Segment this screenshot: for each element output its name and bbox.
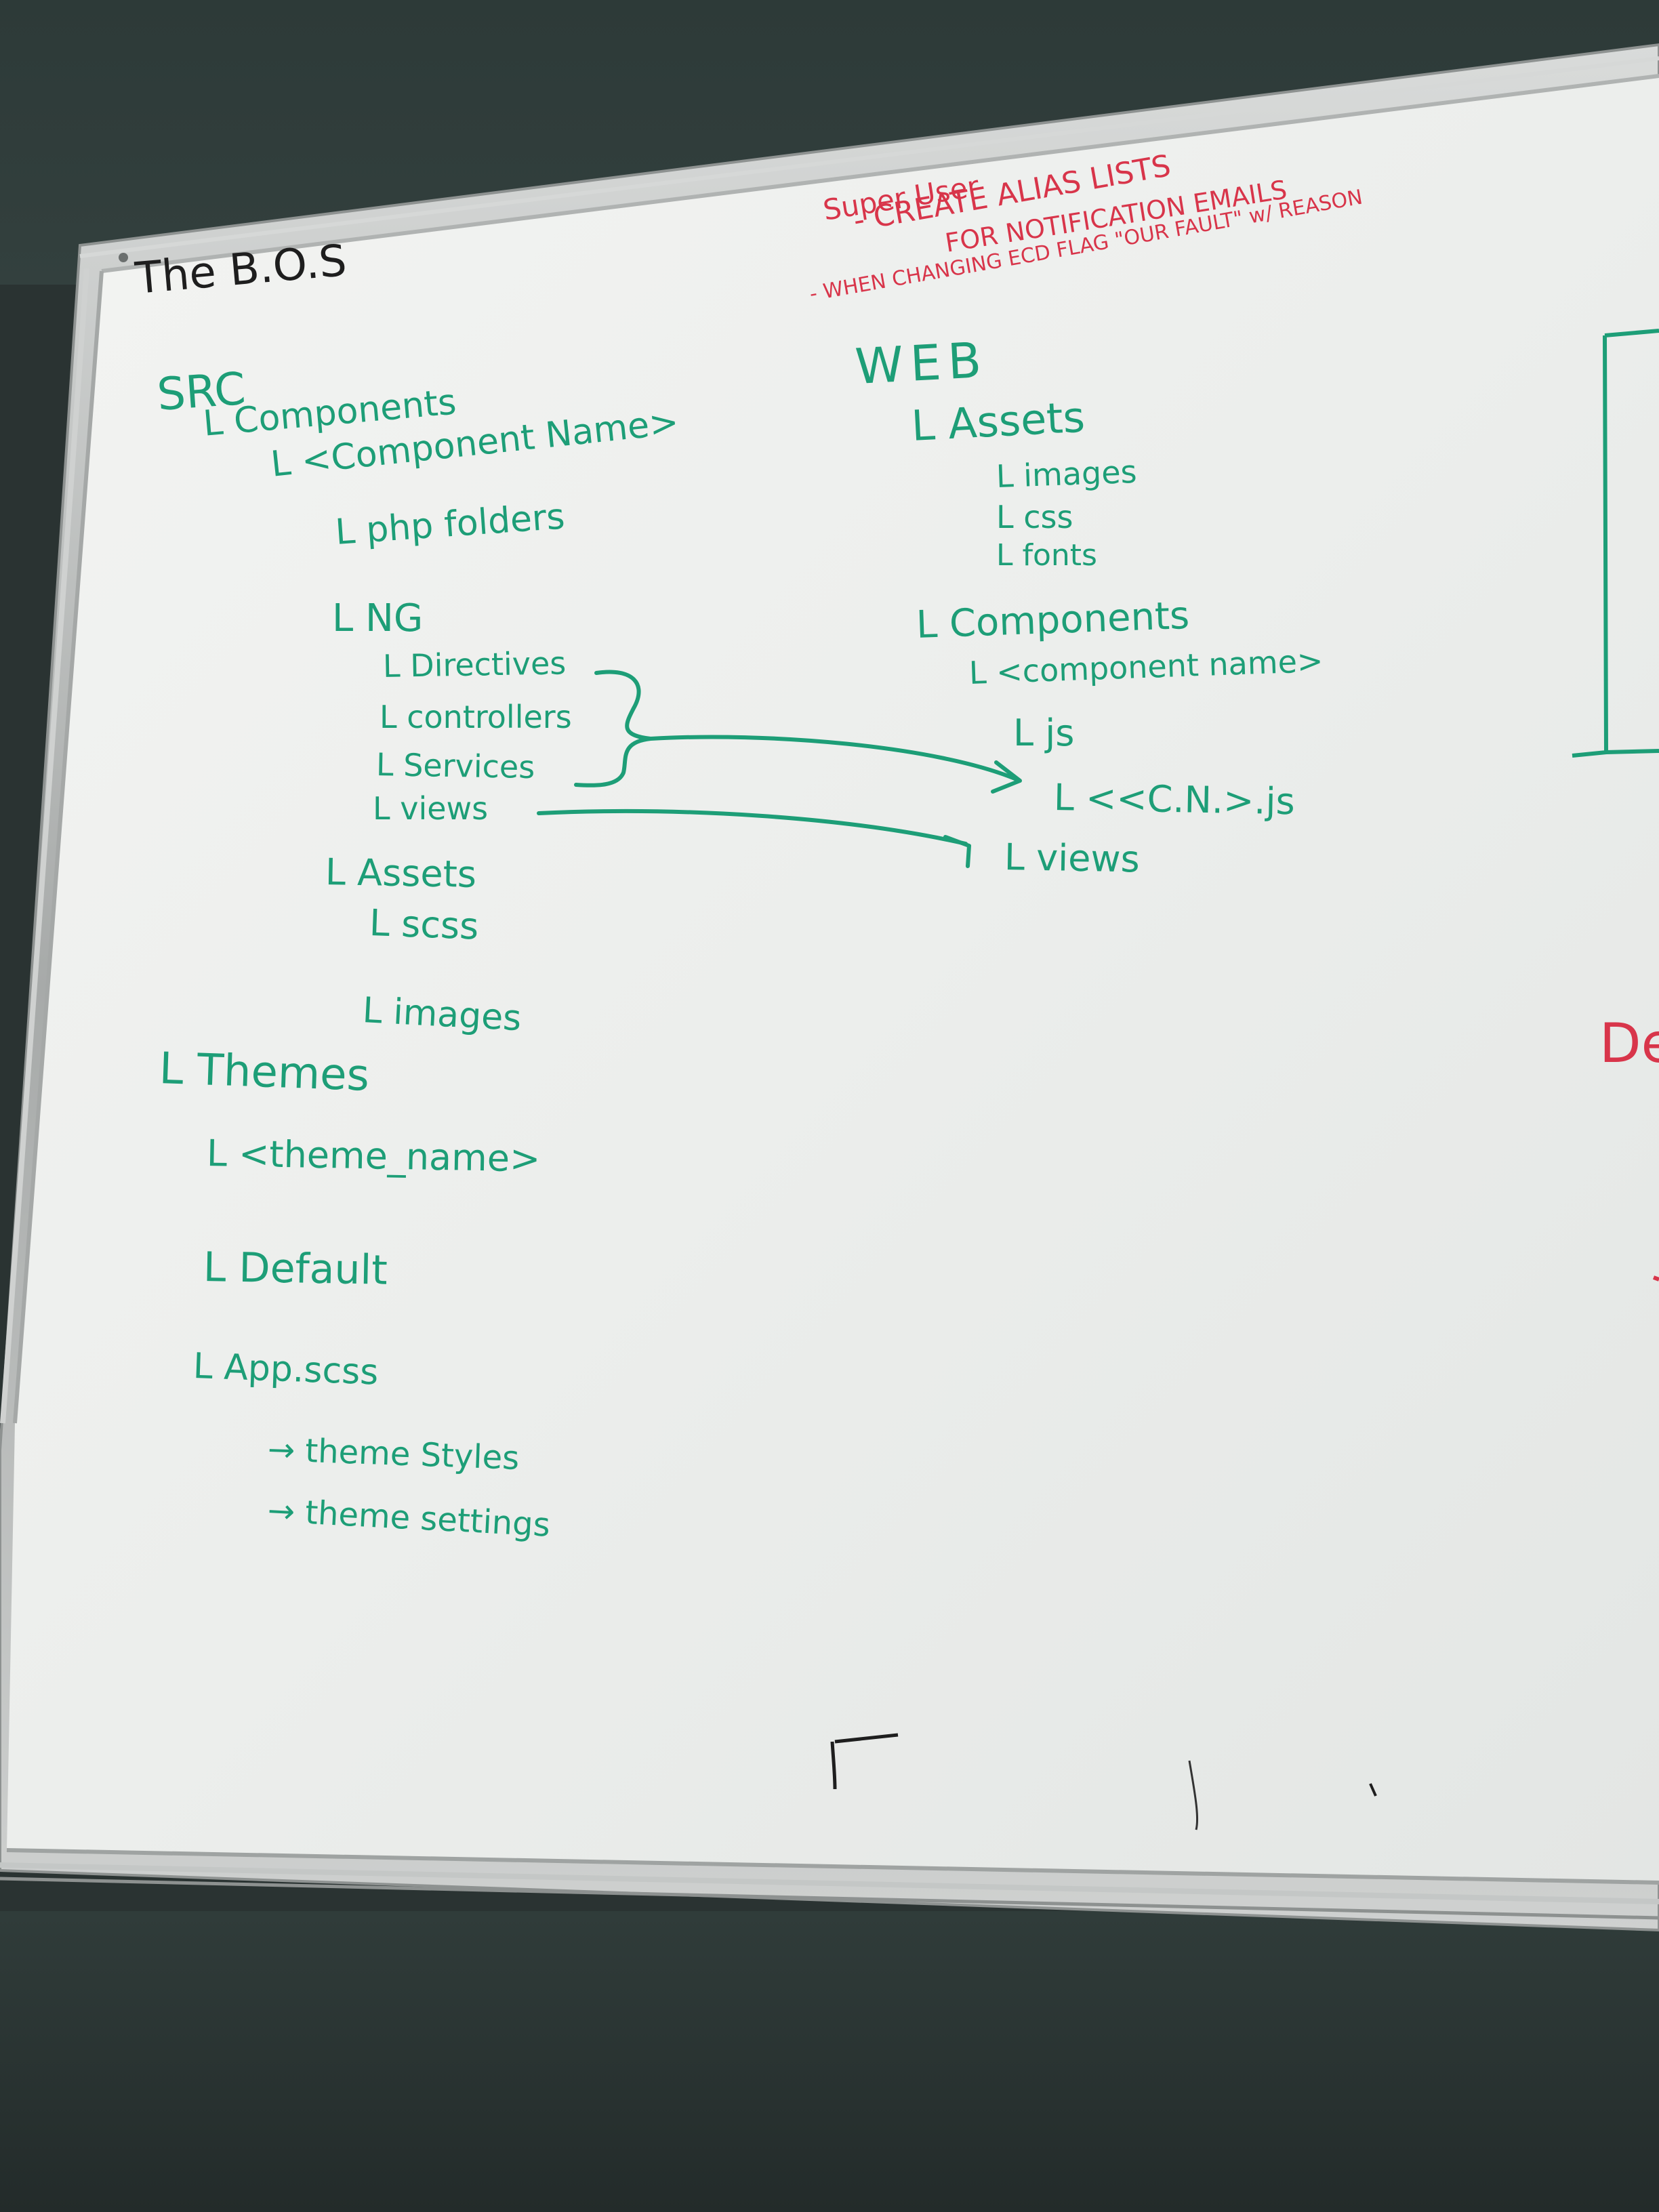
src-services: L Services [375,746,535,786]
partial-box-right [1572,329,1659,758]
arrow-to-views [537,809,968,846]
web-assets: L Assets [910,392,1086,451]
web-images: L images [996,453,1138,495]
web-root: WEB [853,331,990,395]
src-app-scss: L App.scss [192,1346,380,1393]
wall-background-bottom [0,1911,1659,2212]
src-theme-styles: → theme Styles [267,1431,520,1477]
web-cn-js: L <<C.N.>.js [1053,776,1296,823]
arrow-to-cnjs [649,735,1019,781]
web-components: L Components [915,593,1191,647]
src-default: L Default [203,1244,388,1294]
web-js: L js [1013,712,1075,754]
src-views: L views [373,790,489,827]
src-controllers: L controllers [380,699,572,735]
board-surface [7,76,1659,1883]
web-views: L views [1004,836,1141,881]
web-fonts: L fonts [996,538,1097,573]
note-right-edge: De [1599,1012,1659,1075]
web-css: L css [996,499,1073,535]
src-theme-name: L <theme_name> [206,1132,541,1181]
src-ng: L NG [332,596,424,640]
src-images: L images [361,990,523,1040]
src-themes: L Themes [158,1044,371,1101]
src-assets: L Assets [325,851,477,896]
src-scss: L scss [368,901,480,948]
stray-mark [830,1733,899,1790]
src-directives: L Directives [382,644,567,684]
